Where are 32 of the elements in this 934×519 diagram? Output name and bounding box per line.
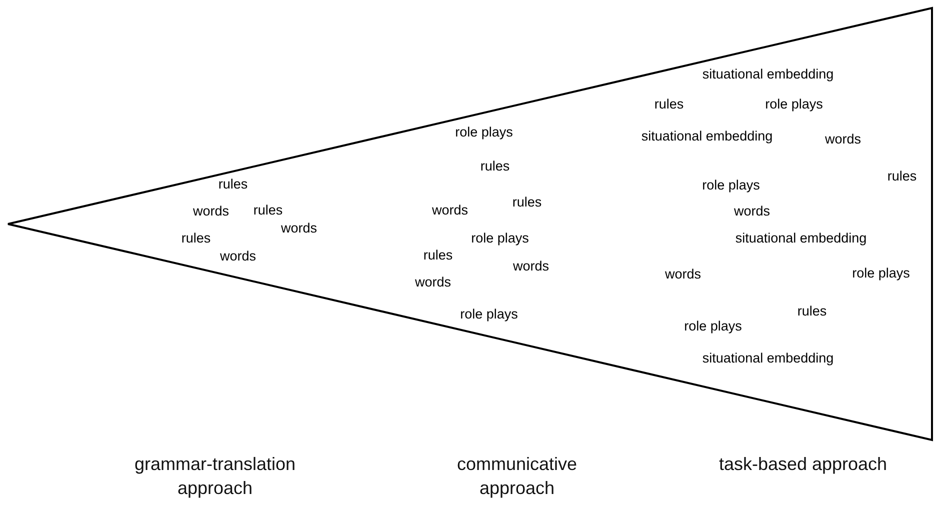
term-label: situational embedding	[735, 230, 867, 246]
term-label: words	[193, 204, 229, 218]
approach-caption: task-based approach	[718, 453, 888, 476]
term-label: words	[415, 274, 451, 290]
term-label: rules	[480, 158, 510, 174]
term-label: role plays	[455, 124, 513, 140]
term-label: rules	[512, 194, 542, 210]
term-label: situational embedding	[702, 350, 834, 366]
term-label: role plays	[852, 266, 910, 280]
term-label: role plays	[684, 318, 742, 334]
term-label: rules	[218, 176, 248, 192]
approach-caption: communicative approach	[456, 453, 578, 500]
term-label: words	[734, 204, 770, 218]
term-label: words	[665, 266, 701, 282]
term-label: rules	[423, 248, 453, 262]
term-label: words	[220, 248, 256, 264]
approach-caption: grammar-translation approach	[133, 453, 297, 500]
term-label: words	[513, 258, 549, 274]
term-label: rules	[887, 168, 917, 184]
term-label: words	[432, 202, 468, 218]
term-label: rules	[181, 230, 211, 246]
term-label: role plays	[460, 306, 518, 322]
term-label: situational embedding	[702, 66, 834, 82]
term-label: situational embedding	[641, 128, 773, 144]
term-label: rules	[253, 202, 283, 218]
term-label: rules	[654, 96, 684, 112]
term-label: role plays	[765, 96, 823, 112]
term-label: words	[825, 132, 861, 146]
term-label: role plays	[471, 230, 529, 246]
term-label: words	[281, 220, 317, 236]
term-label: rules	[797, 304, 827, 318]
term-label: role plays	[702, 178, 760, 192]
